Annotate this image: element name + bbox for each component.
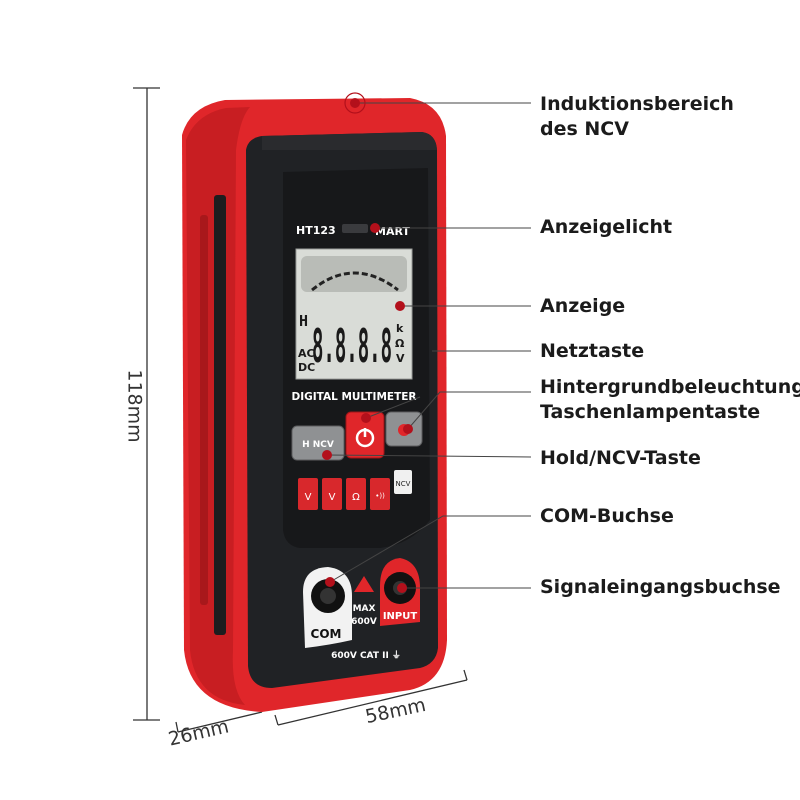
callout-ncv: Induktionsbereich des NCV (540, 92, 734, 142)
warning-voltage: 600V (351, 617, 377, 627)
function-keys: V V Ω •)) NCV (298, 470, 412, 510)
callout-display-line-1: Anzeige (540, 295, 626, 317)
function-key-continuity[interactable] (370, 478, 390, 510)
lcd-display: H AC DC 8.8.8.8 k Ω V (295, 248, 413, 380)
model-label: HT123 (296, 224, 336, 237)
callout-input-line-1: Signaleingangsbuchse (540, 576, 781, 598)
hold-ncv-button[interactable] (291, 425, 345, 461)
indicator-light (342, 224, 368, 233)
lcd-k-icon: k (396, 322, 404, 335)
marker-indicator (370, 223, 380, 233)
callout-markers (322, 92, 413, 593)
brand-label: MART (375, 225, 410, 238)
lcd-dc-icon: DC (298, 361, 315, 374)
marker-ncv-ring (344, 92, 366, 114)
lcd-digits: 8.8.8.8 (312, 319, 392, 373)
marker-input (397, 583, 407, 593)
callout-hold-ncv-line-1: Hold/NCV-Taste (540, 447, 701, 469)
input-jack-label: INPUT (383, 611, 418, 622)
warning-max: MAX (353, 604, 376, 614)
function-key-label-continuity: •)) (375, 492, 385, 500)
callout-backlight-key: Hintergrundbeleuchtung/ Taschenlampentas… (540, 375, 800, 425)
callout-hold-ncv: Hold/NCV-Taste (540, 446, 701, 471)
marker-com (325, 577, 335, 587)
callout-backlight-key-line-2: Taschenlampentaste (540, 401, 761, 423)
callout-power-key-line-1: Netztaste (540, 340, 645, 362)
function-key-ncv[interactable] (394, 470, 412, 494)
callout-power-key: Netztaste (540, 339, 644, 364)
callout-backlight-key-line-1: Hintergrundbeleuchtung/ (540, 376, 800, 398)
callout-com: COM-Buchse (540, 504, 674, 529)
marker-power (361, 413, 371, 423)
marker-ncv (350, 98, 360, 108)
jack-area: COM INPUT MAX 600V 600V CAT II ⏚ (303, 558, 420, 661)
marker-light (403, 424, 413, 434)
rating-label: 600V CAT II ⏚ (331, 650, 401, 661)
callout-indicator-light: Anzeigelicht (540, 215, 672, 240)
dimension-height: 118mm (123, 369, 146, 443)
callout-ncv-line-2: des NCV (540, 118, 629, 140)
function-key-v-ac[interactable] (298, 478, 318, 510)
lcd-omega-icon: Ω (395, 337, 405, 350)
warning-icon (354, 576, 374, 592)
callout-indicator-light-line-1: Anzeigelicht (540, 216, 673, 238)
callout-input: Signaleingangsbuchse (540, 575, 781, 600)
function-key-label-ohm: Ω (352, 492, 360, 503)
callout-ncv-line-1: Induktionsbereich (540, 93, 734, 115)
callout-com-line-1: COM-Buchse (540, 505, 674, 527)
com-jack-label: COM (311, 627, 342, 641)
marker-hold (322, 450, 332, 460)
marker-display (395, 301, 405, 311)
callout-display: Anzeige (540, 294, 625, 319)
hold-ncv-label: H NCV (302, 440, 334, 450)
function-key-label-v-ac: V (305, 492, 312, 503)
lcd-ac-icon: AC (298, 347, 315, 360)
function-key-v-dc[interactable] (322, 478, 342, 510)
function-key-label-ncv: NCV (396, 480, 411, 488)
leader-lines (326, 102, 532, 589)
function-key-ohm[interactable] (346, 478, 366, 510)
device-title: DIGITAL MULTIMETER (291, 391, 416, 403)
lcd-hold-icon: H (299, 312, 308, 330)
lcd-v-icon: V (396, 352, 405, 365)
function-key-label-v-dc: V (329, 492, 336, 503)
